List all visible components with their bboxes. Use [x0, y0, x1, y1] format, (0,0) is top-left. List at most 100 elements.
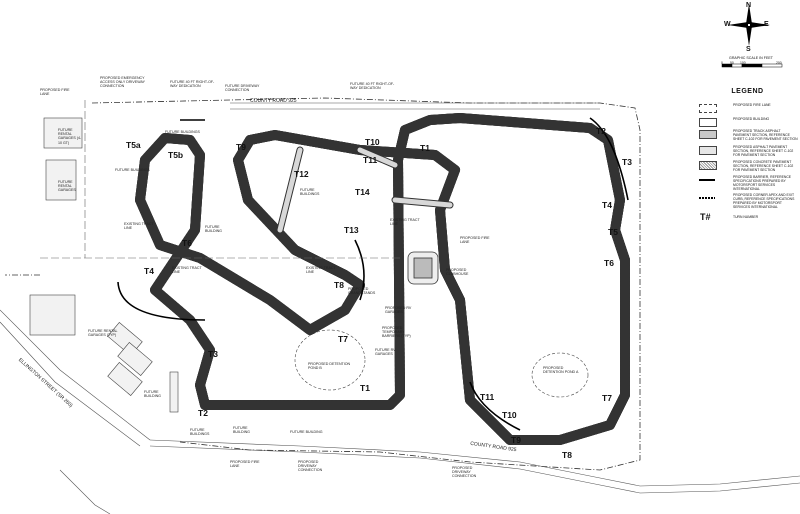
road-label-county-north: COUNTY ROAD 925 [250, 98, 297, 104]
callout-label: FUTURE BUILDING [233, 426, 250, 435]
legend-label: TURN NUMBER [733, 215, 759, 219]
legend-swatch [699, 130, 717, 139]
callout-label: FUTURE DRIVEWAY CONNECTION [225, 84, 260, 93]
turn-label: T3 [208, 349, 218, 359]
turn-label: T11 [363, 155, 378, 165]
turn-label: T5a [126, 140, 141, 150]
turn-label: T6 [604, 258, 614, 268]
scale-title: GRAPHIC SCALE IN FEET [729, 56, 773, 60]
graphic-scale: GRAPHIC SCALE IN FEET 0 50 100 200 [720, 56, 782, 76]
callout-label: PROPOSED FIRE LANE [460, 236, 490, 245]
south-label: S [746, 46, 751, 53]
turn-label: T13 [344, 225, 359, 235]
turn-label: T3 [622, 157, 632, 167]
callout-label: FUTURE BUILDINGS [300, 188, 320, 197]
property-boundary [5, 97, 641, 471]
legend-title: LEGEND [731, 88, 764, 95]
legend-swatch [699, 179, 715, 181]
legend-label: PROPOSED CORNER APEX AND EXIT CURB, REFE… [733, 193, 795, 209]
callout-label: FUTURE BUILDINGS [165, 130, 200, 134]
callout-label: FUTURE RENTAL GARAGES (TYP) [88, 329, 118, 338]
callout-label: FUTURE BUILDING [205, 225, 222, 234]
legend-label: PROPOSED TRACK ASPHALT PAVEMENT SECTION,… [733, 129, 798, 141]
county-road-north [230, 102, 600, 110]
legend-swatch [699, 197, 715, 199]
turn-label: T10 [365, 137, 380, 147]
turn-label: T8 [562, 450, 572, 460]
callout-label: PROPOSED CLUBHOUSE [446, 268, 469, 277]
county-road-south [149, 439, 800, 494]
turn-label: T4 [602, 200, 612, 210]
turn-label: T7 [602, 393, 612, 403]
clubhouse [407, 251, 439, 285]
legend-label: PROPOSED ASPHALT PAVEMENT SECTION, REFER… [733, 145, 794, 157]
legend-swatch [699, 161, 717, 170]
barriers [117, 117, 629, 431]
legend: LEGEND PROPOSED FIRE LANE PROPOSED BUILD… [695, 88, 800, 238]
turn-label: T10 [502, 410, 517, 420]
callout-label: FUTURE 40 FT RIGHT-OF-WAY DEDICATION [350, 82, 395, 91]
turn-label: T2 [596, 126, 606, 136]
callout-label: FUTURE RENTAL GARAGES [58, 180, 76, 193]
north-arrow-icon [728, 4, 770, 46]
callout-label: PROPOSED FIRE LANE [230, 460, 260, 469]
callout-label: PROPOSED DETENTION POND B [308, 362, 351, 371]
callout-label: EXISTING TRACT LINE [172, 266, 202, 275]
legend-swatch [699, 118, 717, 127]
callout-label: FUTURE BUILDING [144, 390, 161, 399]
turn-label: T7 [338, 334, 348, 344]
turn-label: T14 [355, 187, 370, 197]
scale-tick: 100 [740, 61, 746, 65]
callout-label: EXISTING TRACT LINE [124, 222, 154, 231]
turn-label: T8 [334, 280, 344, 290]
turn-label: T11 [480, 392, 495, 402]
race-track [135, 113, 630, 445]
callout-label: FUTURE BUILDINGS [115, 168, 150, 172]
callout-label: FUTURE BUILDING [290, 430, 323, 434]
legend-label: PROPOSED BARRIER, REFERENCE SPECIFICATIO… [733, 175, 792, 191]
legend-label: PROPOSED BUILDING [733, 117, 770, 121]
legend-label: PROPOSED FIRE LANE [733, 103, 771, 107]
west-label: W [724, 21, 731, 28]
scale-tick: 200 [776, 61, 782, 65]
turn-label: T5 [608, 227, 618, 237]
callout-label: EXISTING TRACT LINE [306, 266, 336, 275]
turn-label: T1 [420, 143, 430, 153]
existing-tract-line [40, 100, 400, 259]
turn-label: T9 [236, 142, 246, 152]
callout-label: FUTURE BUILDINGS [190, 428, 210, 437]
turn-label: T2 [198, 408, 208, 418]
turn-label: T1 [360, 383, 370, 393]
callout-label: PROPOSED DRIVEWAY CONNECTION [452, 466, 477, 479]
north-arrow: N S E W [724, 2, 770, 56]
detention-ponds [294, 329, 589, 398]
callout-label: EXISTING TRACT LINE [390, 218, 420, 227]
turn-label: T4 [144, 266, 154, 276]
ellington-street [0, 309, 151, 514]
turn-label: T12 [294, 169, 309, 179]
turn-label: T9 [511, 435, 521, 445]
turn-label: T6 [182, 238, 192, 248]
callout-label: PROPOSED FIRE LANE [40, 88, 70, 97]
callout-label: PROPOSED RV GARAGES [385, 306, 412, 315]
callout-label: PROPOSED EMERGENCY ACCESS ONLY DRIVEWAY … [100, 76, 145, 89]
scale-bar-graphic [721, 63, 783, 68]
west-garages [29, 117, 179, 413]
north-label: N [746, 2, 752, 9]
east-label: E [764, 21, 769, 28]
legend-swatch [699, 104, 717, 113]
callout-label: FUTURE RENTAL GARAGES (4-10 GT) [58, 128, 82, 145]
callout-label: PROPOSED GRANDSTANDS [348, 287, 376, 296]
callout-label: PROPOSED DETENTION POND A [543, 366, 579, 375]
scale-tick: 0 [721, 61, 723, 65]
turn-label: T5b [168, 150, 184, 160]
callout-label: FUTURE RV GARAGES [375, 348, 396, 357]
legend-swatch [699, 146, 717, 155]
callout-label: PROPOSED DRIVEWAY CONNECTION [298, 460, 323, 473]
turn-symbol: T# [700, 212, 711, 222]
legend-label: PROPOSED CONCRETE PAVEMENT SECTION, REFE… [733, 160, 794, 172]
scale-tick: 50 [730, 61, 734, 65]
callout-label: FUTURE 40 FT RIGHT-OF-WAY DEDICATION [170, 80, 215, 89]
callout-label: PROPOSED TEMPORARY BARRIERS (TYP) [382, 326, 411, 339]
